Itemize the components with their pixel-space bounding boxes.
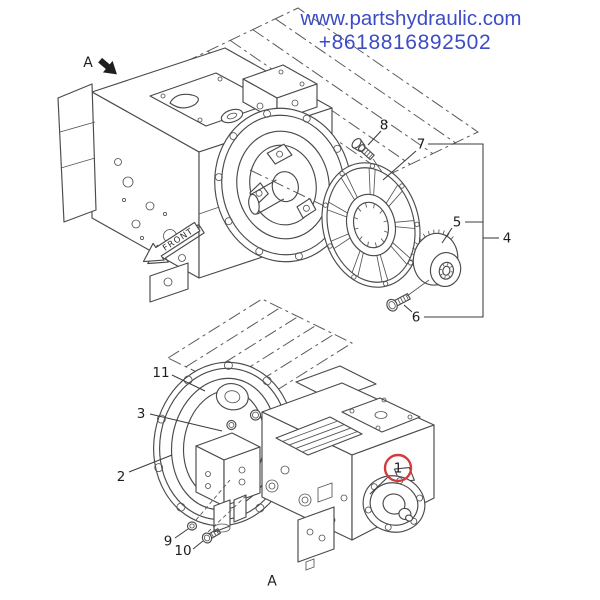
callout-2: 2 [117, 469, 126, 485]
washer-part9 [186, 521, 198, 531]
callout-1: 1 [394, 461, 403, 477]
callout-9: 9 [164, 534, 173, 550]
upper-bell-housing [214, 107, 352, 263]
fastener-axis-dashes [195, 479, 249, 533]
view-label-a-top: A [83, 55, 93, 71]
highlight-circle [383, 453, 413, 483]
callout-1-highlighted: 1 [383, 453, 413, 483]
upper-callout-lines [367, 130, 499, 318]
callout-8: 8 [380, 118, 389, 134]
lower-pump-body [261, 365, 435, 571]
view-label-a-bottom: A [267, 574, 277, 590]
bolt8-axis-line [372, 158, 383, 173]
callout-5: 5 [453, 215, 462, 231]
bolt-part10 [201, 528, 221, 544]
valve-block [195, 432, 279, 533]
header-website-text: www.partshydraulic.com [300, 7, 522, 30]
bolt-part8 [351, 138, 375, 161]
coupling-gear-part5 [409, 229, 462, 288]
upper-section-plane [184, 7, 479, 187]
bolt6-axis-line [406, 279, 430, 297]
callout-6: 6 [412, 310, 421, 326]
callout-4: 4 [503, 231, 512, 247]
damper-disc-part7 [321, 162, 421, 288]
callout-11: 11 [152, 365, 169, 381]
callout-10: 10 [174, 543, 191, 559]
lower-callout-lines [128, 374, 389, 550]
callout-7: 7 [417, 137, 426, 153]
view-a-arrow-icon [98, 57, 117, 75]
callout-3: 3 [137, 406, 146, 422]
header-phone-text: +8618816892502 [318, 31, 492, 54]
bolt-part6 [386, 293, 411, 312]
